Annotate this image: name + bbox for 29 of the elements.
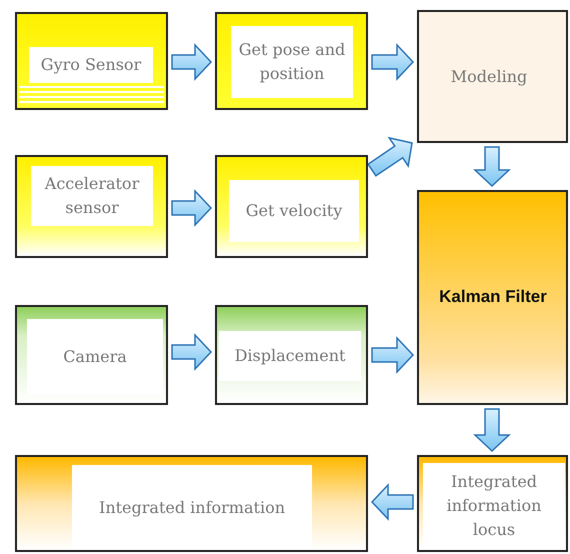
process-box (215, 305, 368, 405)
node-label: Modeling (450, 66, 528, 88)
block-arrow (371, 336, 414, 374)
node-label: Gyro Sensor (29, 47, 153, 83)
process-box (417, 10, 568, 143)
block-arrow (171, 43, 212, 81)
block-arrow (473, 146, 511, 188)
node-label: Integrated information (72, 465, 312, 550)
process-box (15, 455, 368, 552)
node-label: Accelerator sensor (31, 166, 153, 226)
process-box (215, 155, 368, 258)
block-arrow (473, 408, 511, 452)
node-label: Camera (27, 319, 163, 395)
block-arrow (171, 189, 212, 227)
node-label: Get velocity (229, 180, 359, 242)
node-label: Integrated information locus (423, 463, 565, 548)
node-label: Get pose and position (231, 26, 353, 98)
process-box (15, 155, 168, 258)
process-box (15, 12, 168, 110)
block-arrow (367, 136, 413, 177)
process-box (15, 305, 168, 405)
process-box (215, 12, 368, 110)
block-arrow (371, 43, 414, 81)
process-box (417, 455, 568, 552)
node-label: Displacement (219, 331, 361, 381)
block-arrow (370, 483, 414, 521)
block-arrow (171, 333, 212, 371)
process-box (417, 190, 568, 405)
node-label: Kalman Filter (438, 286, 548, 308)
